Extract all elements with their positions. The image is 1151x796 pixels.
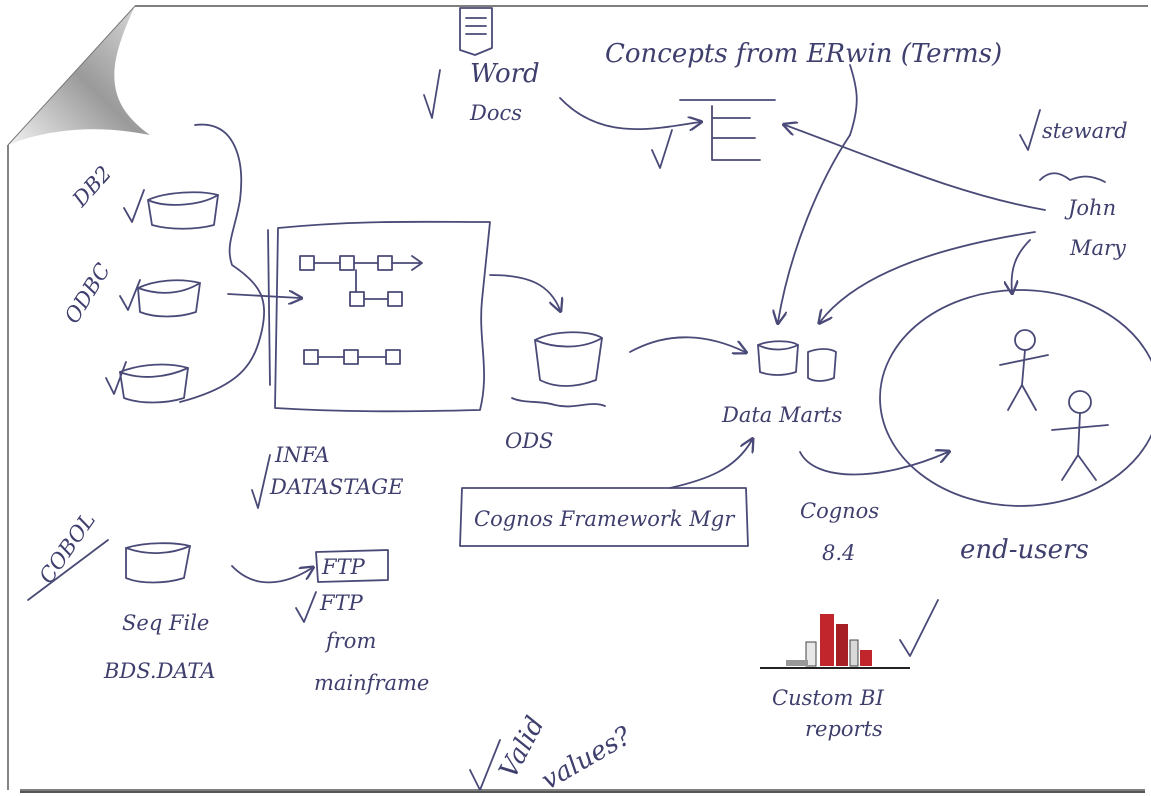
data-marts-label: Data Marts bbox=[721, 403, 842, 427]
arrow-worddocs-to-glossary bbox=[559, 97, 700, 129]
ods-database-icon bbox=[511, 331, 606, 408]
user-2-icon bbox=[1051, 390, 1109, 481]
seq-file-database-icon bbox=[125, 542, 191, 584]
mainframe-label: mainframe bbox=[314, 671, 429, 695]
arrow-seqfile-to-ftp bbox=[231, 566, 312, 584]
arrow-erwin-curve bbox=[849, 64, 858, 136]
infa-check-icon bbox=[251, 454, 271, 509]
odbc-database-icon bbox=[119, 279, 201, 318]
word-docs-label-2: Docs bbox=[469, 101, 522, 125]
custom-reports-icon bbox=[760, 614, 910, 669]
infa-label: INFA bbox=[274, 443, 330, 467]
datastage-label: DATASTAGE bbox=[269, 475, 403, 499]
steward-scribble bbox=[1039, 172, 1106, 183]
glossary-icon bbox=[651, 99, 776, 169]
valid-values-check-icon bbox=[469, 739, 501, 791]
bds-data-label: BDS.DATA bbox=[103, 659, 215, 683]
arrow-sources-to-etl bbox=[227, 294, 300, 298]
page-frame bbox=[7, 5, 1148, 793]
ftp-box-label: FTP bbox=[321, 555, 366, 579]
ftp-label: FTP bbox=[319, 591, 364, 615]
mary-label: Mary bbox=[1069, 236, 1127, 260]
arrow-mary-to-endusers bbox=[1012, 239, 1031, 292]
page-curl-corner bbox=[7, 5, 150, 146]
cobol-underline bbox=[27, 539, 109, 601]
steward-check-icon bbox=[1019, 109, 1041, 151]
reports-check-icon bbox=[899, 599, 939, 657]
ftp-check-icon bbox=[295, 591, 317, 623]
odbc-label: ODBC bbox=[60, 259, 115, 328]
values-label: values? bbox=[537, 721, 638, 796]
cognos-label: Cognos bbox=[800, 499, 879, 523]
framework-manager-box bbox=[459, 487, 749, 547]
database-3-icon bbox=[105, 361, 189, 404]
cognos-version-label: 8.4 bbox=[822, 541, 855, 565]
etl-process-box bbox=[267, 220, 491, 413]
db2-label: DB2 bbox=[67, 161, 116, 212]
cobol-label: COBOL bbox=[34, 508, 100, 588]
word-docs-icon bbox=[423, 7, 493, 119]
john-label: John bbox=[1064, 196, 1116, 220]
user-1-icon bbox=[999, 329, 1049, 411]
arrow-ods-to-datamarts bbox=[629, 336, 745, 352]
data-marts-icon bbox=[757, 340, 837, 382]
end-users-label: end-users bbox=[960, 535, 1089, 565]
arrow-etl-to-ods bbox=[489, 274, 560, 310]
custom-bi-label: Custom BI bbox=[772, 686, 884, 710]
arrow-framework-to-datamarts bbox=[669, 440, 752, 489]
db2-database-icon bbox=[123, 189, 219, 230]
steward-label: steward bbox=[1042, 119, 1128, 143]
seq-file-label: Seq File bbox=[122, 611, 209, 635]
framework-label: Cognos Framework Mgr bbox=[474, 507, 736, 531]
source-bracket bbox=[179, 123, 265, 403]
arrow-john-to-glossary bbox=[785, 125, 1046, 211]
ftp-from-label: from bbox=[324, 629, 376, 653]
ftp-box bbox=[315, 549, 389, 583]
concepts-label: Concepts from ERwin (Terms) bbox=[605, 39, 1002, 69]
arrow-john-to-datamarts bbox=[820, 231, 1036, 322]
arrow-datamarts-to-endusers bbox=[799, 452, 948, 476]
reports-label: reports bbox=[805, 717, 883, 741]
end-users-circle bbox=[879, 289, 1151, 507]
word-docs-label-1: Word bbox=[470, 59, 540, 89]
arrow-glossary-to-datamarts bbox=[778, 134, 851, 322]
ods-label: ODS bbox=[505, 429, 553, 453]
